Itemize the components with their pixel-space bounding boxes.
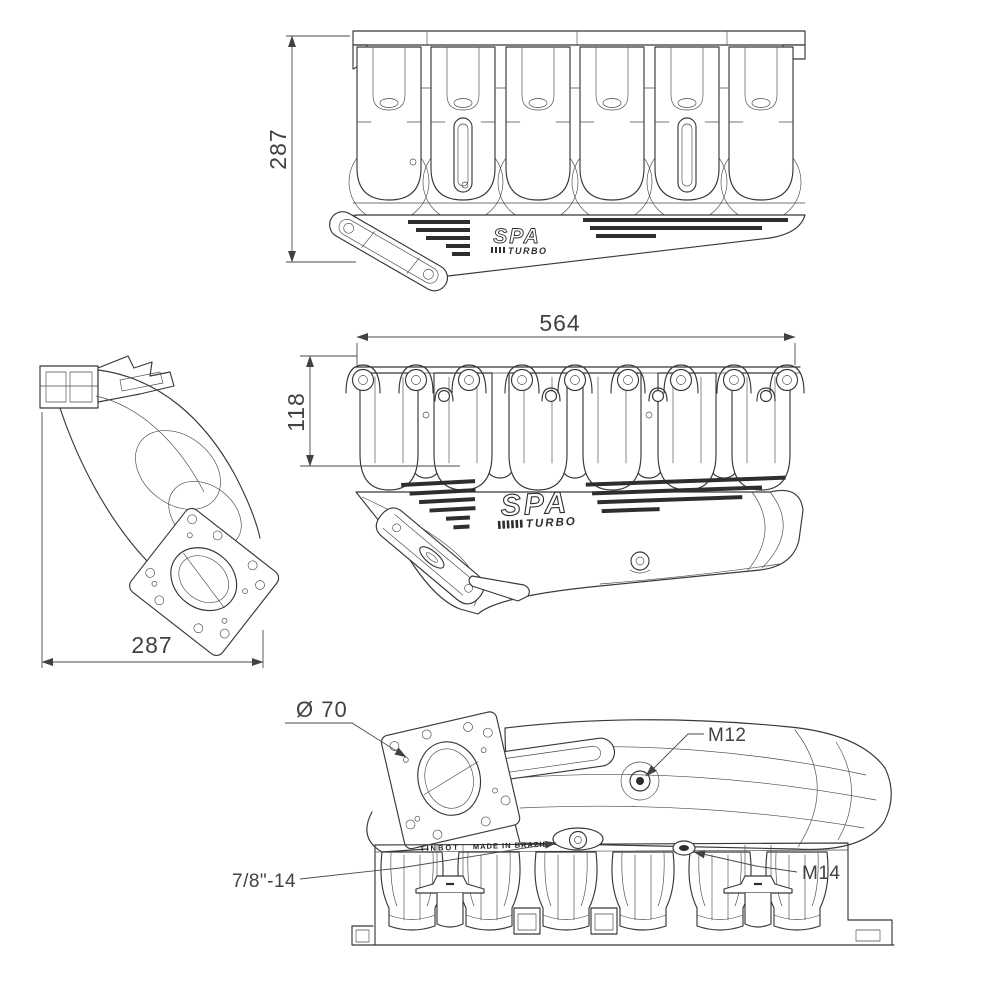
annotation-throttle-bore: Ø 70: [285, 697, 407, 758]
dimension-label: 287: [265, 128, 291, 169]
bottom-view-ports: [552, 761, 696, 856]
bottom-view-flange: [351, 842, 895, 946]
top-view-runners: [356, 46, 794, 201]
dimension-front-width: 564: [356, 310, 796, 365]
annotation-m14: M14: [693, 850, 840, 884]
dimension-label: 118: [283, 392, 309, 432]
cast-text-made-in-brazil: MADE IN BRAZIL: [473, 840, 549, 852]
spa-turbo-logo-front: SPA TURBO: [497, 486, 577, 531]
dimension-side-depth: 287: [41, 412, 264, 668]
front-view-runners: [359, 372, 791, 491]
front-view-vent-slats: [401, 475, 786, 530]
top-view-fuel-rail: [329, 211, 449, 292]
logo-text-primary: SPA: [500, 486, 570, 523]
logo-text-secondary: TURBO: [508, 246, 548, 256]
annotation-m12: M12: [645, 725, 746, 777]
annotation-label: Ø 70: [296, 697, 348, 722]
annotation-label: 7/8"-14: [232, 871, 296, 892]
front-view-blowoff-bracket: [375, 507, 530, 605]
annotation-label: M14: [802, 863, 840, 884]
spa-turbo-logo-top: SPA TURBO: [491, 225, 548, 256]
side-view-flange: [39, 355, 175, 409]
dimension-top-height: 287: [265, 35, 356, 263]
logo-text-primary: SPA: [493, 225, 541, 248]
annotation-label: M12: [708, 725, 746, 746]
top-view-flange: [352, 30, 806, 70]
dimension-front-runner-height: 118: [283, 355, 460, 467]
side-view: 287: [39, 355, 280, 668]
m12-boss: [636, 777, 644, 785]
fuel-fitting-port: [568, 830, 588, 850]
cast-text: TINBOT MADE IN BRAZIL: [420, 840, 548, 853]
top-view: SPA TURBO 287: [265, 30, 806, 292]
dimension-label: 564: [539, 310, 580, 336]
logo-text-secondary: TURBO: [526, 516, 577, 531]
bottom-view: TINBOT MADE IN BRAZIL Ø 70 M12 M14 7/8"-…: [232, 697, 895, 946]
side-view-runner: [59, 369, 261, 563]
annotation-fuel-fitting: 7/8"-14: [232, 840, 557, 892]
cast-text-tinbot: TINBOT: [420, 843, 460, 853]
dimension-label: 287: [131, 632, 172, 658]
bottom-view-throttle-flange: [366, 711, 521, 853]
front-view: SPA TURBO 564: [283, 310, 805, 615]
side-view-throttle-flange: [129, 507, 280, 656]
top-view-vent-slats: [408, 218, 788, 256]
